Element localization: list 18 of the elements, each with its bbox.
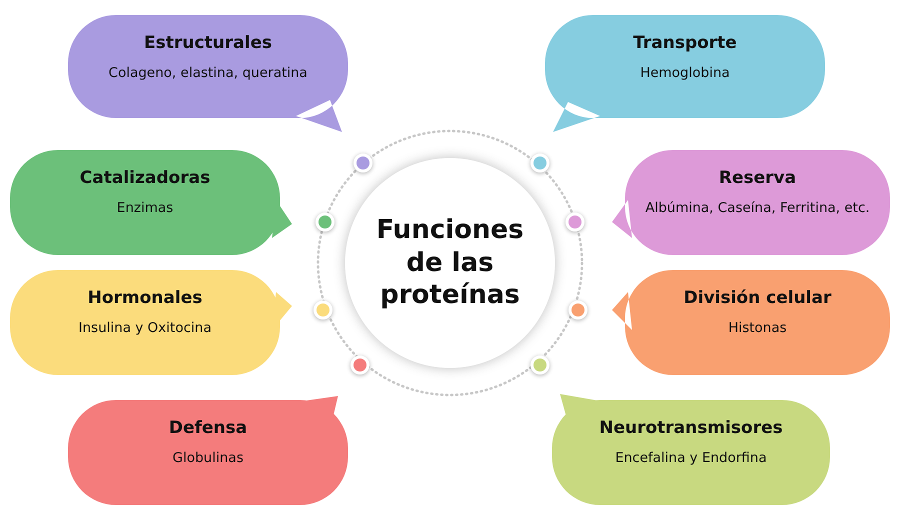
center-circle (345, 158, 555, 368)
bubble-text: Insulina y Oxitocina (78, 319, 212, 338)
bubble-heading: Hormonales (88, 288, 202, 308)
bubble-text: Colageno, elastina, queratina (108, 64, 308, 83)
bubble-heading: Neurotransmisores (599, 418, 783, 438)
bubble-text: Globulinas (172, 449, 244, 468)
bubble-text: Histonas (728, 319, 787, 338)
bubble-heading: Defensa (168, 418, 248, 438)
bubble-text: Encefalina y Endorfina (615, 449, 767, 468)
bubble-heading: División celular (684, 288, 832, 308)
bubble-heading: Reserva (718, 168, 796, 188)
bubble-text: Enzimas (116, 199, 174, 218)
bubble-text: Albúmina, Caseína, Ferritina, etc. (645, 199, 870, 218)
center-title: Funciones de las proteínas (375, 214, 525, 312)
bubble-heading: Catalizadoras (80, 168, 210, 188)
bubble-text: Hemoglobina (640, 64, 730, 83)
bubble-heading: Estructurales (144, 33, 272, 53)
bubble-heading: Transporte (633, 33, 737, 53)
